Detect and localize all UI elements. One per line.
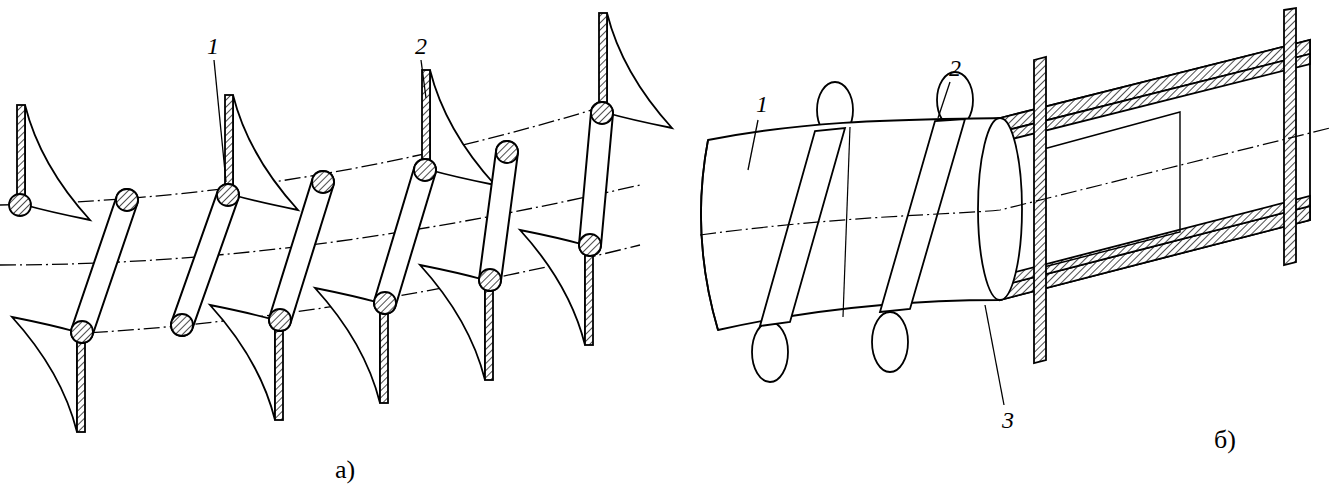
callout-number: 3 [1002, 408, 1014, 432]
callout-number: 2 [949, 56, 961, 80]
rod-sections [9, 102, 613, 343]
screw-illustration [700, 8, 1330, 382]
callout-number: 2 [415, 34, 427, 58]
leader-lines [214, 60, 1004, 405]
paddle-rods [82, 113, 602, 332]
callout-number: 1 [207, 34, 219, 58]
figure-caption: а) [335, 457, 355, 483]
figure-caption: б) [1214, 427, 1236, 453]
axis-lines [0, 95, 640, 335]
paddle-blades [12, 13, 672, 432]
callout-number: 1 [756, 92, 768, 116]
